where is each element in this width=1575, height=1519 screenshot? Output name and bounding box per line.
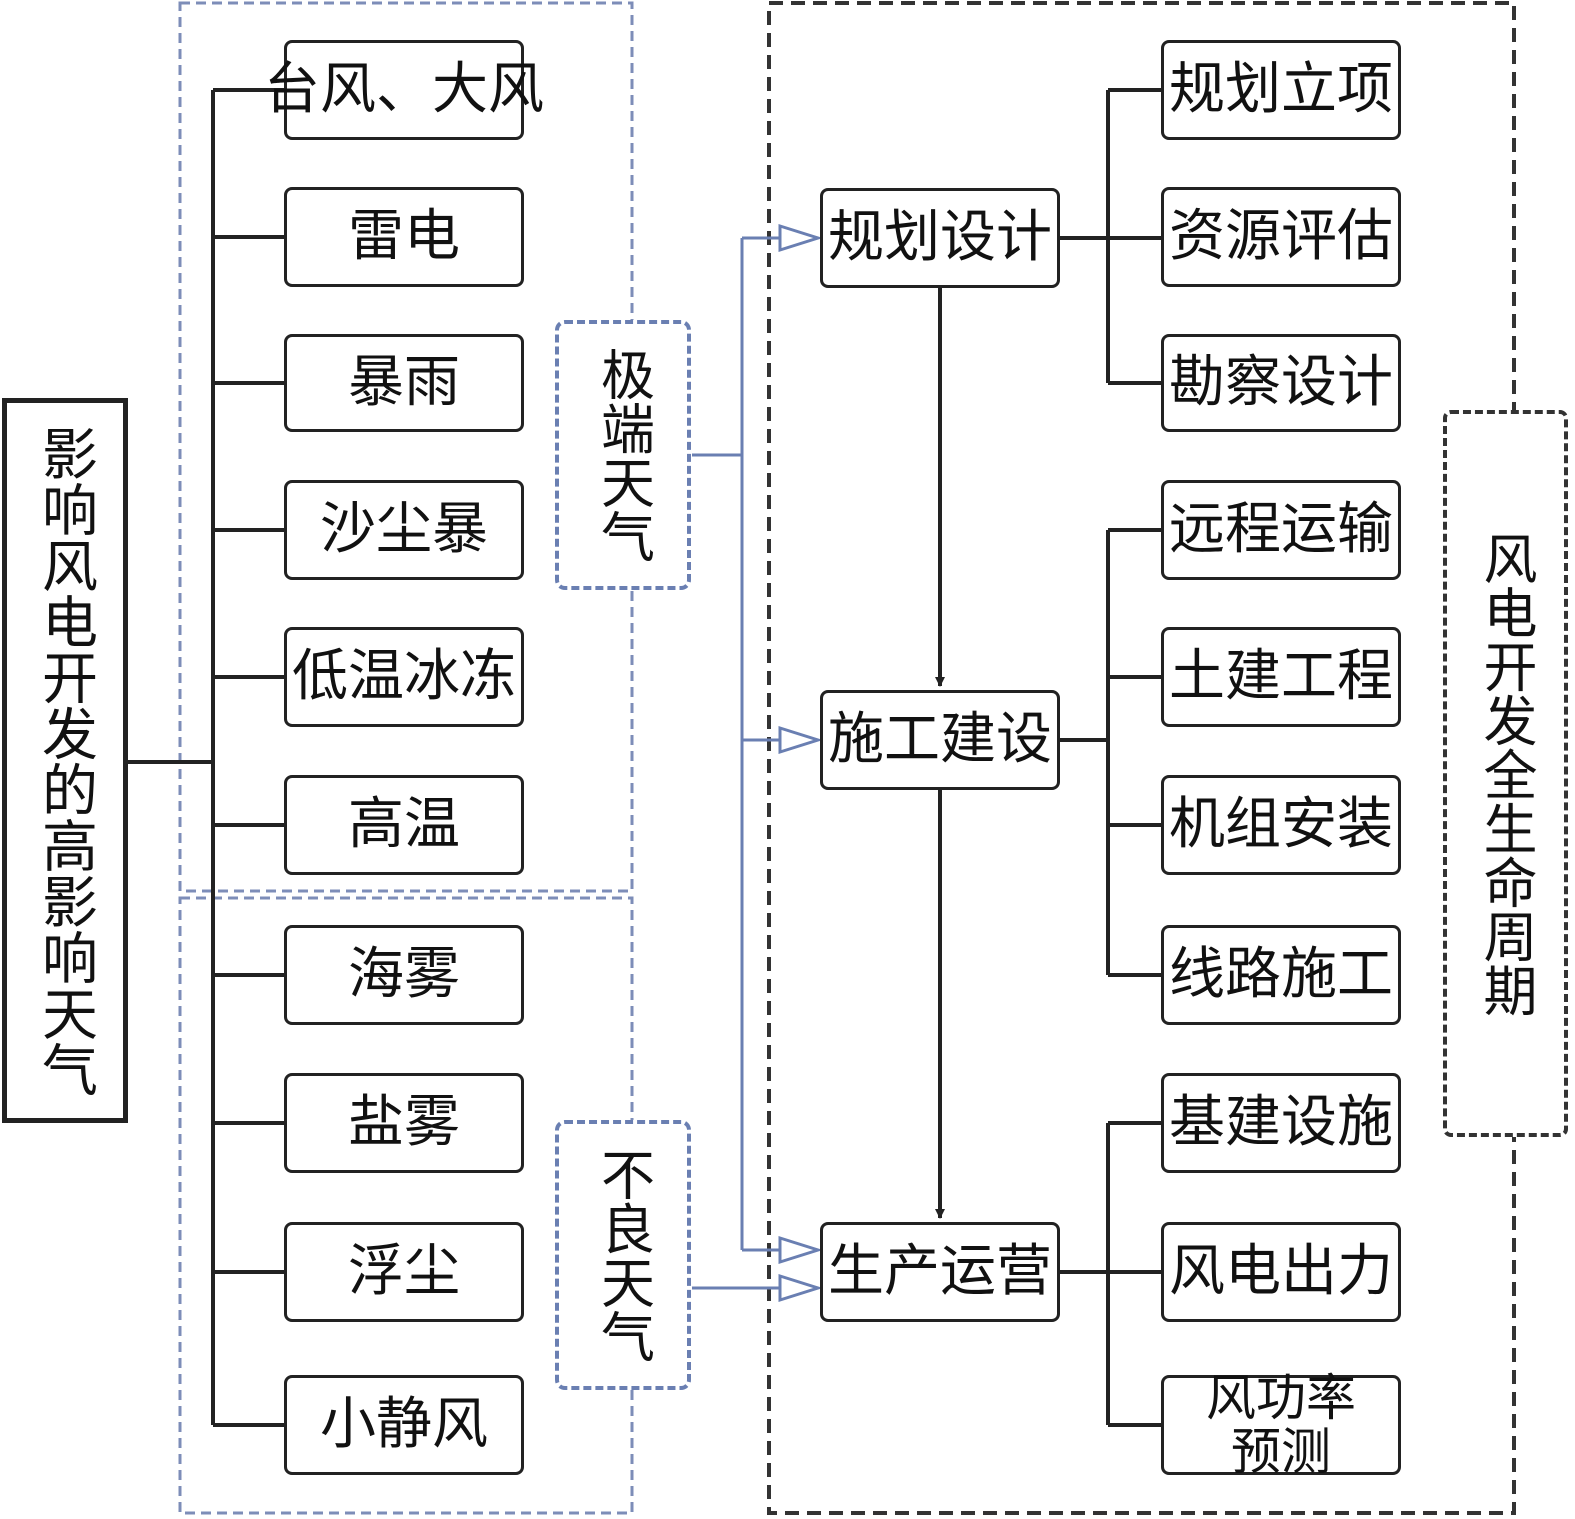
stage-operation: 生产运营 — [820, 1222, 1060, 1322]
stage-planning-design: 规划设计 — [820, 188, 1060, 288]
lifecycle-label: 风电开发全生命周期 — [1474, 530, 1537, 1017]
child-wind-power-output: 风电出力 — [1161, 1222, 1401, 1322]
child-survey-design: 勘察设计 — [1161, 334, 1401, 432]
child-line-construction: 线路施工 — [1161, 925, 1401, 1025]
weather-item-heat: 高温 — [284, 775, 524, 875]
child-infrastructure: 基建设施 — [1161, 1073, 1401, 1173]
weather-item-salt-fog: 盐雾 — [284, 1073, 524, 1173]
lifecycle-node: 风电开发全生命周期 — [1443, 410, 1568, 1137]
root-label: 影响风电开发的高影响天气 — [32, 424, 98, 1097]
adverse-weather-label: 不良天气 — [591, 1147, 655, 1363]
weather-item-sea-fog: 海雾 — [284, 925, 524, 1025]
child-civil-engineering: 土建工程 — [1161, 627, 1401, 727]
child-project-approval: 规划立项 — [1161, 40, 1401, 140]
root-node: 影响风电开发的高影响天气 — [2, 398, 128, 1123]
weather-item-lightning: 雷电 — [284, 187, 524, 287]
weather-item-rainstorm: 暴雨 — [284, 334, 524, 432]
weather-item-floating-dust: 浮尘 — [284, 1222, 524, 1322]
extreme-weather-category: 极端天气 — [555, 320, 691, 590]
child-unit-installation: 机组安装 — [1161, 775, 1401, 875]
child-resource-assessment: 资源评估 — [1161, 187, 1401, 287]
extreme-weather-label: 极端天气 — [591, 347, 655, 563]
stage-construction: 施工建设 — [820, 690, 1060, 790]
weather-item-sandstorm: 沙尘暴 — [284, 480, 524, 580]
weather-item-freezing: 低温冰冻 — [284, 627, 524, 727]
weather-item-typhoon: 台风、大风 — [264, 40, 544, 140]
child-wind-power-forecast: 风功率预测 — [1161, 1371, 1401, 1479]
child-long-distance-transport: 远程运输 — [1161, 480, 1401, 580]
adverse-weather-category: 不良天气 — [555, 1120, 691, 1390]
weather-item-calm-wind: 小静风 — [284, 1375, 524, 1475]
